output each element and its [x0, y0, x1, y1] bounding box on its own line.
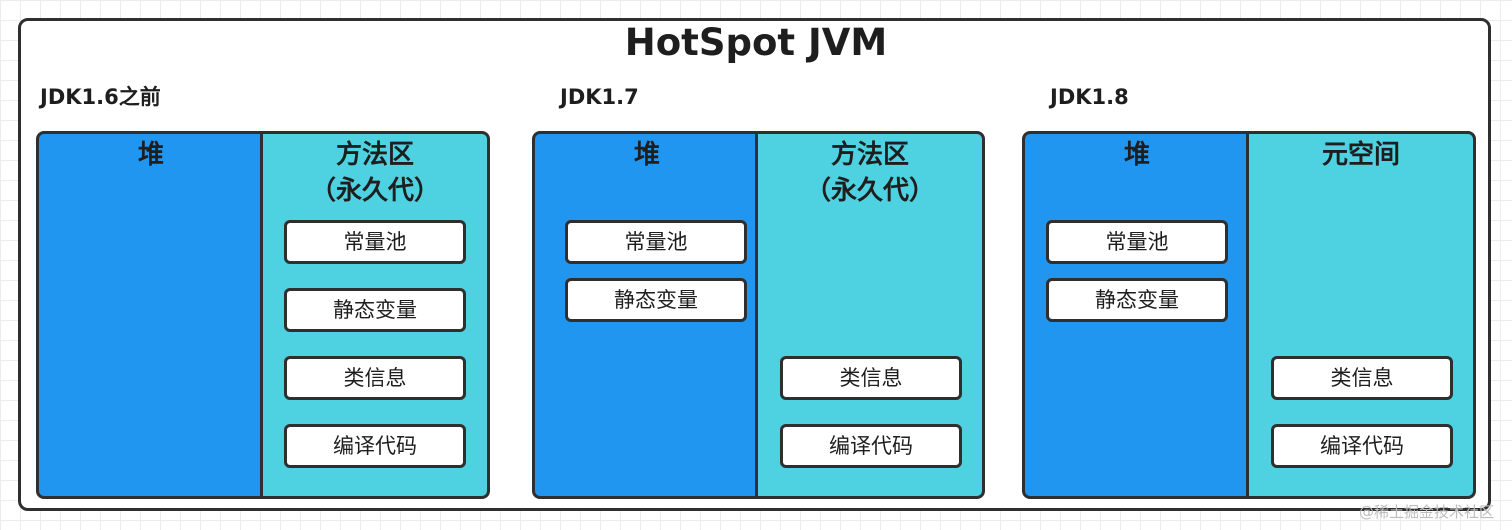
- item-class-info: 类信息: [1271, 356, 1453, 400]
- heap-panel-jdk16: 堆: [36, 131, 266, 499]
- metaspace-panel-jdk18: 元空间 类信息 编译代码: [1246, 131, 1476, 499]
- section-label-jdk16: JDK1.6之前: [40, 85, 161, 109]
- watermark: @稀土掘金技术社区: [1358, 503, 1494, 521]
- item-static-variables: 静态变量: [284, 288, 466, 332]
- area-subtitle: （永久代）: [309, 176, 440, 206]
- item-class-info: 类信息: [780, 356, 962, 400]
- item-constant-pool: 常量池: [1046, 220, 1228, 264]
- item-compiled-code: 编译代码: [284, 424, 466, 468]
- area-subtitle: （永久代）: [804, 176, 935, 206]
- heap-title: 堆: [633, 140, 660, 170]
- method-area-panel-jdk17: 方法区 （永久代） 类信息 编译代码: [755, 131, 985, 499]
- heap-title: 堆: [1123, 140, 1150, 170]
- item-compiled-code: 编译代码: [780, 424, 962, 468]
- method-area-panel-jdk16: 方法区 （永久代） 常量池 静态变量 类信息 编译代码: [260, 131, 490, 499]
- heap-panel-jdk18: 堆 常量池 静态变量: [1022, 131, 1252, 499]
- item-constant-pool: 常量池: [565, 220, 747, 264]
- section-label-jdk17: JDK1.7: [560, 85, 639, 109]
- item-static-variables: 静态变量: [565, 278, 747, 322]
- item-class-info: 类信息: [284, 356, 466, 400]
- area-title: 方法区: [335, 140, 414, 170]
- area-title: 方法区: [830, 140, 909, 170]
- heap-panel-jdk17: 堆 常量池 静态变量: [532, 131, 762, 499]
- diagram-title: HotSpot JVM: [624, 21, 888, 64]
- item-constant-pool: 常量池: [284, 220, 466, 264]
- section-label-jdk18: JDK1.8: [1050, 85, 1129, 109]
- area-title: 元空间: [1321, 140, 1400, 170]
- item-compiled-code: 编译代码: [1271, 424, 1453, 468]
- item-static-variables: 静态变量: [1046, 278, 1228, 322]
- heap-title: 堆: [137, 140, 164, 170]
